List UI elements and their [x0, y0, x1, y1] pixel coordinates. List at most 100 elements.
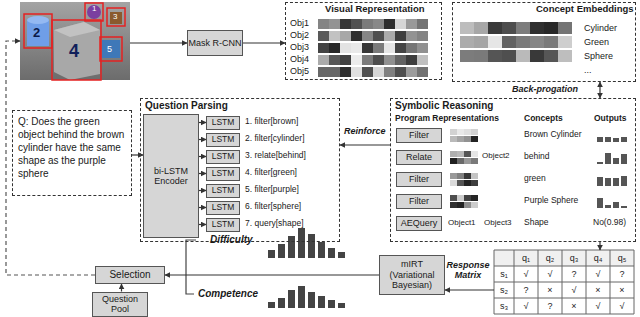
program-cell: [471, 151, 478, 157]
table-cell: s₃: [494, 298, 514, 314]
program-cell: [464, 173, 471, 179]
table-cell: ×: [538, 282, 562, 298]
node-label: Question Pool: [93, 294, 147, 315]
edge-label: Back-progation: [512, 85, 578, 95]
connector: [199, 207, 206, 208]
feature-cell: [329, 55, 340, 65]
node-label: Filter: [409, 174, 429, 184]
program-cell: [457, 136, 464, 142]
program-cell: [457, 202, 464, 208]
group-box: Visual RepresentationObj1Obj2Obj3Obj4Obj…: [285, 2, 442, 80]
embedding-cell: [516, 50, 530, 62]
cylinder-top: [27, 16, 49, 24]
lstm-box: LSTM: [206, 218, 240, 232]
embedding-cell: [474, 50, 488, 62]
group-box: Concept EmbeddingsCylinderGreenSphere...: [452, 2, 636, 82]
lstm-box: LSTM: [206, 150, 240, 164]
chart-title: Competence: [198, 288, 258, 299]
program-cell: [471, 202, 478, 208]
feature-cell: [362, 43, 373, 53]
concept-label: green: [524, 174, 546, 183]
row-label: Obj1: [290, 19, 309, 28]
concept-label: behind: [524, 152, 550, 161]
feature-cell: [362, 55, 373, 65]
table-cell: q₄: [586, 250, 610, 266]
row-label: Obj3: [290, 43, 309, 52]
table-cell: q₁: [514, 250, 538, 266]
feature-cell: [417, 31, 428, 41]
histogram-bar: [318, 296, 325, 308]
output-bar: [597, 137, 603, 142]
row-label: Green: [584, 38, 609, 47]
table-cell: s₁: [494, 266, 514, 282]
table-cell: ?: [562, 266, 586, 282]
column-header: Concepts: [524, 114, 563, 123]
detection-box: [24, 14, 52, 48]
program-cell: [464, 195, 471, 201]
node-label: LSTM: [212, 135, 235, 145]
node-label: Relate: [406, 152, 432, 162]
histogram-bar: [328, 300, 335, 308]
program-cell: [464, 151, 471, 157]
program-step: 4. filter[green]: [245, 168, 297, 177]
program-cell: [457, 173, 464, 179]
embedding-cell: [488, 50, 502, 62]
connector: [199, 156, 206, 157]
program-cell: [464, 136, 471, 142]
program-cell: [450, 129, 457, 135]
row-label: Obj5: [290, 67, 309, 76]
object-label: Object1: [448, 219, 476, 228]
feature-cell: [417, 67, 428, 77]
lstm-box: LSTM: [206, 116, 240, 130]
embedding-cell: [502, 22, 516, 34]
connector: [243, 42, 285, 43]
program-cell: [457, 151, 464, 157]
program-cell: [471, 180, 478, 186]
output-bar: [597, 177, 603, 186]
table-cell: ×: [610, 282, 634, 298]
feature-cell: [395, 31, 406, 41]
edge-label: Response Matrix: [445, 261, 491, 281]
program-cell: [450, 180, 457, 186]
row-label: Obj2: [290, 31, 309, 40]
table-cell: ?: [538, 298, 562, 314]
operator-box: AEQuery: [396, 216, 442, 231]
feature-cell: [395, 19, 406, 29]
node-label: Filter: [409, 130, 429, 140]
edge-label: Reinforce: [344, 127, 386, 137]
embedding-cell: [516, 36, 530, 48]
response-table: q₁q₂q₃q₄q₅s₁√√?√?s₂?×√××s₃√?×√√: [494, 250, 634, 314]
feature-cell: [340, 19, 351, 29]
question-box: Q: Does the green object behind the brow…: [12, 110, 132, 196]
feature-cell: [395, 43, 406, 53]
cube-object: [102, 40, 120, 58]
process-box: Question Pool: [92, 292, 148, 317]
row-label: Cylinder: [584, 24, 617, 33]
histogram-bar: [288, 236, 295, 258]
output-bar: [613, 202, 619, 208]
feature-cell: [417, 19, 428, 29]
program-cell: [471, 158, 478, 164]
node-label: Filter: [409, 196, 429, 206]
table-cell: ×: [562, 298, 586, 314]
detection-box: [100, 37, 122, 61]
node-label: bi-LSTM Encoder: [144, 166, 198, 187]
process-box: Selection: [95, 266, 165, 284]
connector: [199, 224, 206, 225]
program-step: 7. query[shape]: [245, 219, 304, 228]
output-bar: [605, 137, 611, 142]
cube-object: [54, 22, 100, 80]
embedding-cell: [488, 22, 502, 34]
detection-box: [85, 3, 103, 21]
operator-box: Filter: [396, 128, 442, 143]
concept-label: Brown Cylinder: [524, 130, 582, 139]
feature-cell: [351, 31, 362, 41]
feature-cell: [373, 55, 384, 65]
connector: [199, 122, 206, 123]
feature-cell: [318, 67, 329, 77]
histogram-bar: [298, 286, 305, 308]
histogram-bar: [288, 290, 295, 308]
program-cell: [457, 195, 464, 201]
question-text: Q: Does the green object behind the brow…: [18, 115, 126, 180]
table-cell: ×: [586, 282, 610, 298]
